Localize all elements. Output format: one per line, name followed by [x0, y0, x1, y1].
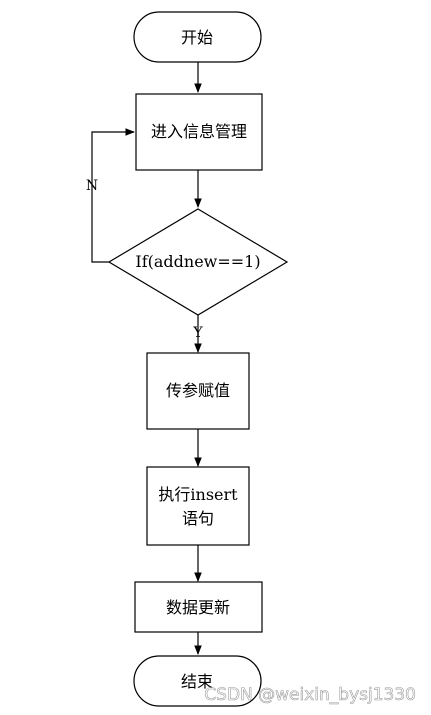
exec-insert-label-line1: 执行insert	[158, 485, 238, 504]
exec-insert-label-line2: 语句	[182, 509, 214, 528]
exec-insert-process	[146, 466, 250, 546]
end-label: 结束	[181, 672, 213, 691]
condition-label: If(addnew==1)	[135, 252, 260, 271]
update-data-label: 数据更新	[166, 598, 230, 617]
edge-label-yes: Y	[192, 325, 203, 341]
end-terminator	[133, 655, 262, 707]
enter-info-label: 进入信息管理	[151, 122, 247, 141]
pass-params-label: 传参赋值	[166, 381, 230, 400]
update-data-process	[134, 581, 263, 633]
edge-label-no: N	[86, 178, 98, 194]
start-label: 开始	[181, 28, 213, 47]
edge-no-loop-back	[91, 128, 135, 263]
pass-params-process	[146, 352, 250, 430]
enter-info-process	[135, 93, 263, 171]
watermark-text: CSDN @weixin_bysj1330	[204, 685, 416, 705]
